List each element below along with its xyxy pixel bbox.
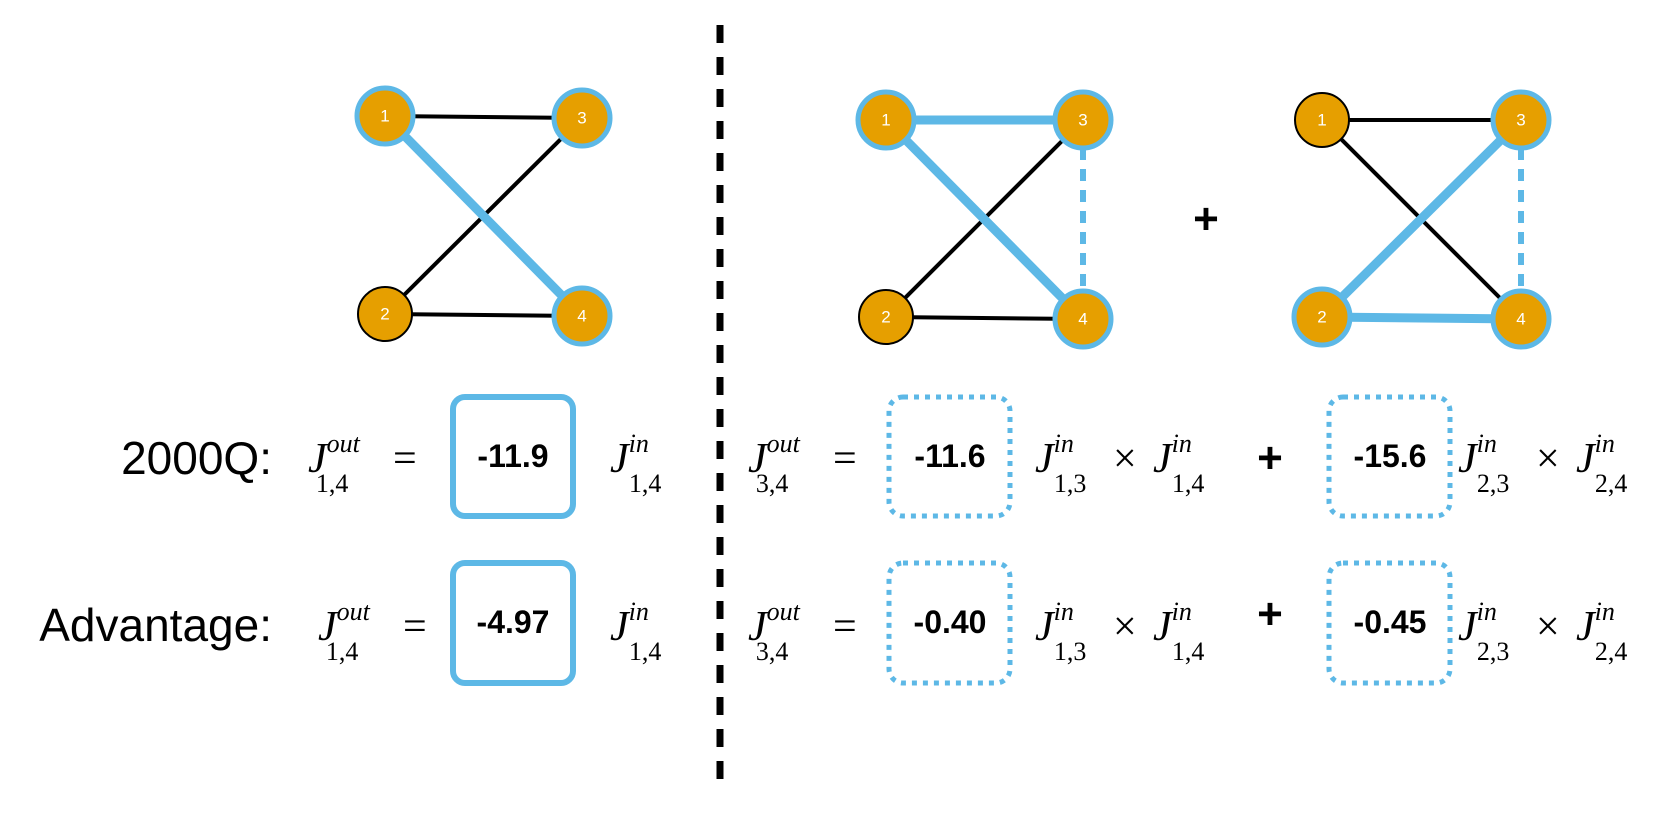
node-label: 3 — [577, 109, 586, 128]
edge-3-2 — [1318, 116, 1525, 321]
direct-coef-value: -11.9 — [477, 438, 548, 474]
edge-2-4 — [384, 312, 583, 318]
plus-sign: + — [1257, 434, 1283, 483]
node-label: 3 — [1078, 111, 1087, 130]
coef-b-value: -0.45 — [1354, 604, 1427, 640]
edge-1-4 — [882, 116, 1087, 323]
node-label: 1 — [1317, 111, 1326, 130]
node-1: 1 — [1294, 92, 1350, 148]
node-1: 1 — [354, 85, 416, 147]
node-3: 3 — [551, 87, 613, 149]
equals-sign: = — [833, 604, 857, 650]
times-sign: × — [1536, 604, 1560, 650]
edge-2-4 — [1321, 312, 1522, 324]
direct-coef-box — [450, 394, 576, 519]
graph-plus-sign: + — [1193, 195, 1219, 244]
plus-sign: + — [1257, 590, 1283, 639]
equals-sign: = — [403, 604, 427, 650]
node-label: 2 — [380, 305, 389, 324]
graph-path-via-2: 1 3 2 4 — [1291, 89, 1552, 350]
node-3: 3 — [1490, 89, 1552, 151]
node-4: 4 — [551, 285, 613, 347]
node-label: 1 — [881, 111, 890, 130]
edge-1-4 — [381, 112, 586, 320]
graph-direct: 1 3 2 4 — [354, 85, 613, 347]
node-label: 4 — [1516, 310, 1525, 329]
graph-path-via-1: 1 3 2 4 — [855, 89, 1114, 350]
coef-a-value: -0.40 — [914, 604, 987, 640]
node-2: 2 — [858, 289, 914, 345]
coef-a-value: -11.6 — [914, 438, 985, 474]
direct-coef-box — [450, 560, 576, 686]
edge-2-4 — [885, 315, 1084, 321]
node-label: 1 — [380, 107, 389, 126]
coef-b-value: -15.6 — [1354, 438, 1427, 474]
node-1: 1 — [855, 89, 917, 151]
coef-b-box — [1326, 560, 1453, 686]
node-label: 2 — [881, 308, 890, 327]
node-label: 2 — [1317, 308, 1326, 327]
equals-sign: = — [393, 436, 417, 482]
edge-1-3 — [384, 114, 583, 120]
direct-coef-value: -4.97 — [477, 604, 550, 640]
row-label: 2000Q: — [121, 432, 272, 484]
equals-sign: = — [833, 436, 857, 482]
coef-b-box — [1326, 394, 1453, 519]
node-label: 4 — [577, 307, 586, 326]
times-sign: × — [1113, 436, 1137, 482]
times-sign: × — [1536, 436, 1560, 482]
coef-a-box — [886, 394, 1013, 519]
coef-a-box — [886, 560, 1013, 686]
node-label: 3 — [1516, 111, 1525, 130]
node-4: 4 — [1490, 288, 1552, 350]
node-3: 3 — [1052, 89, 1114, 151]
node-2: 2 — [1291, 286, 1353, 348]
node-label: 4 — [1078, 310, 1087, 329]
row-label: Advantage: — [39, 599, 272, 651]
times-sign: × — [1113, 604, 1137, 650]
node-4: 4 — [1052, 288, 1114, 350]
node-2: 2 — [357, 286, 413, 342]
